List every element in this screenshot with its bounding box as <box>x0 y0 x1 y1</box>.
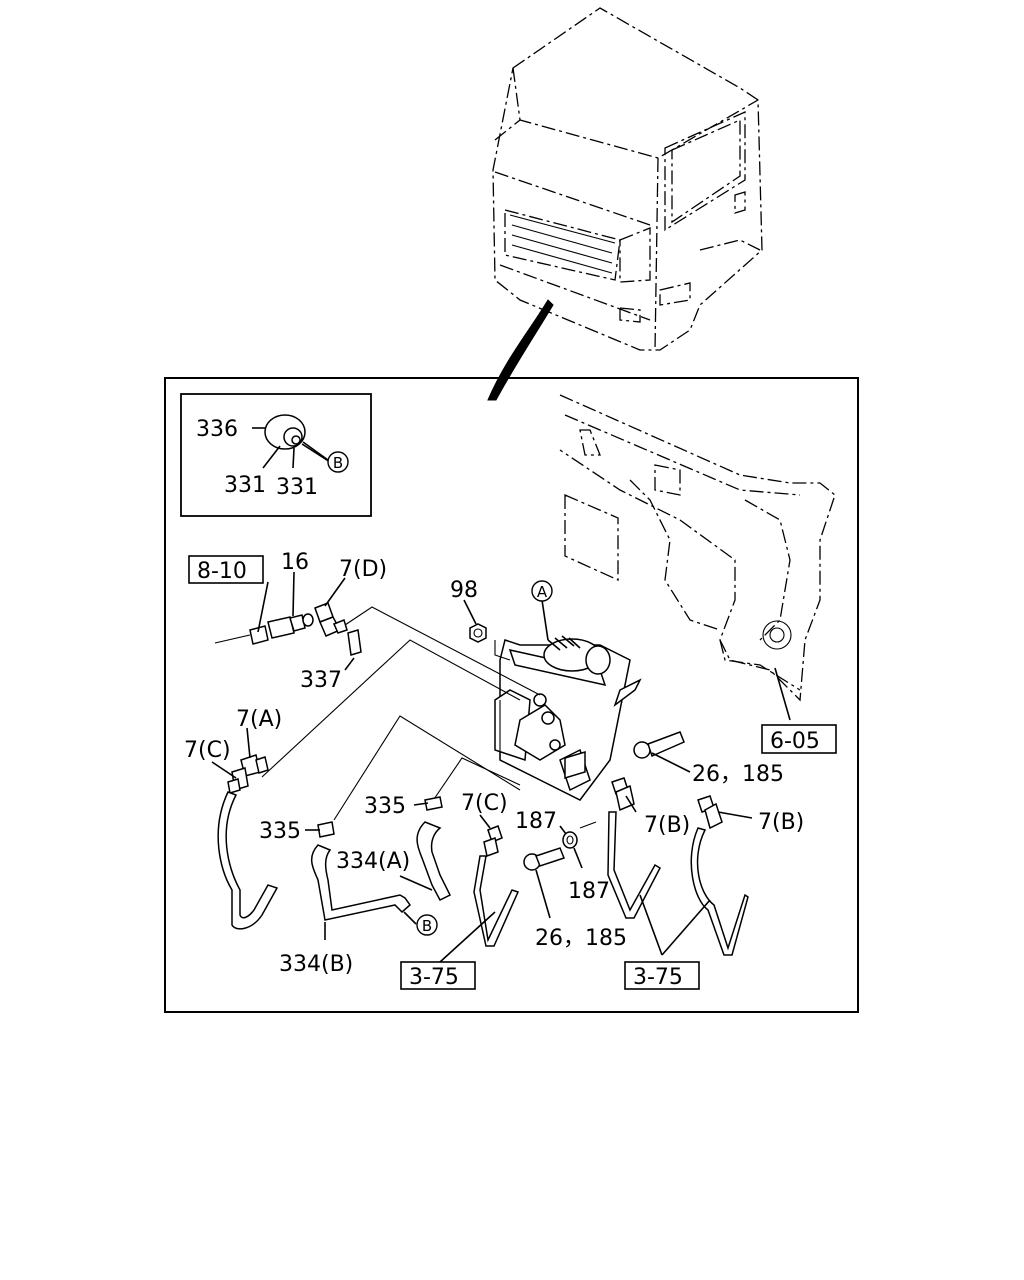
svg-text:A: A <box>537 583 548 601</box>
label-7c-left: 7(C) <box>184 738 231 763</box>
bolt-26-185-right <box>633 731 685 759</box>
hose-7c-mid <box>473 855 520 947</box>
label-334b: 334(B) <box>279 952 353 977</box>
label-331-a: 331 <box>224 473 266 498</box>
svg-text:3-75: 3-75 <box>633 965 683 990</box>
label-187-top: 187 <box>515 809 557 834</box>
label-7c-mid: 7(C) <box>461 791 508 816</box>
svg-text:6-05: 6-05 <box>770 729 820 754</box>
hose-7b-mid <box>607 811 661 919</box>
reference-3-75-right: 3-75 <box>624 961 700 990</box>
pedal-assembly <box>494 635 642 801</box>
fitting-7b-right <box>697 795 723 830</box>
label-187-bottom: 187 <box>568 879 610 904</box>
hose-left <box>217 791 279 930</box>
hose-7b-right <box>690 827 749 956</box>
label-26-185-right: 26，185 <box>692 762 784 787</box>
nut-98 <box>469 623 487 643</box>
label-7b-mid: 7(B) <box>644 813 690 838</box>
label-334a: 334(A) <box>336 849 410 874</box>
label-16: 16 <box>281 550 309 575</box>
callout-b-hose: B <box>416 914 438 936</box>
detail-pointer <box>487 299 554 401</box>
reference-3-75-left: 3-75 <box>400 961 476 990</box>
washer-187 <box>562 821 597 849</box>
switch-16 <box>214 613 314 645</box>
fitting-7a-7c <box>227 754 269 794</box>
fitting-7d <box>314 602 348 637</box>
fitting-7b-mid <box>611 777 635 812</box>
svg-text:B: B <box>333 454 343 472</box>
pipe-335-mid <box>429 757 521 806</box>
label-337: 337 <box>300 668 342 693</box>
callout-a: A <box>531 580 553 602</box>
hose-334a <box>416 821 452 901</box>
reference-8-10: 8-10 <box>188 555 264 584</box>
inset-box <box>180 393 372 517</box>
pipe-7a <box>261 639 521 778</box>
label-7b-right: 7(B) <box>758 810 804 835</box>
dash-panel-illustration <box>559 394 836 702</box>
truck-cab-illustration <box>492 7 763 351</box>
hose-334b <box>310 844 412 921</box>
detail-frame <box>164 377 859 1013</box>
pipe-7d <box>344 606 541 696</box>
callout-b-inset: B <box>327 451 349 473</box>
bolt-26-185-bottom <box>523 847 565 871</box>
part-labels: 336 331 331 16 7(D) 337 7(A) 7(C) 98 335… <box>184 417 804 977</box>
fitting-7c-mid <box>483 825 503 857</box>
label-7a: 7(A) <box>236 707 282 732</box>
label-336: 336 <box>196 417 238 442</box>
label-331-b: 331 <box>276 475 318 500</box>
svg-text:8-10: 8-10 <box>197 559 247 584</box>
svg-text:B: B <box>422 917 432 935</box>
reference-6-05: 6-05 <box>761 724 837 754</box>
label-7d: 7(D) <box>339 557 387 582</box>
leader-lines <box>211 441 791 963</box>
pipe-335 <box>333 715 521 821</box>
label-335-left: 335 <box>259 819 301 844</box>
clip-335-left <box>317 821 335 838</box>
clip-335-mid <box>424 796 443 811</box>
label-335-mid: 335 <box>364 794 406 819</box>
clip-337 <box>347 629 362 656</box>
svg-text:3-75: 3-75 <box>409 965 459 990</box>
label-26-185-bottom: 26，185 <box>535 926 627 951</box>
label-98: 98 <box>450 578 478 603</box>
